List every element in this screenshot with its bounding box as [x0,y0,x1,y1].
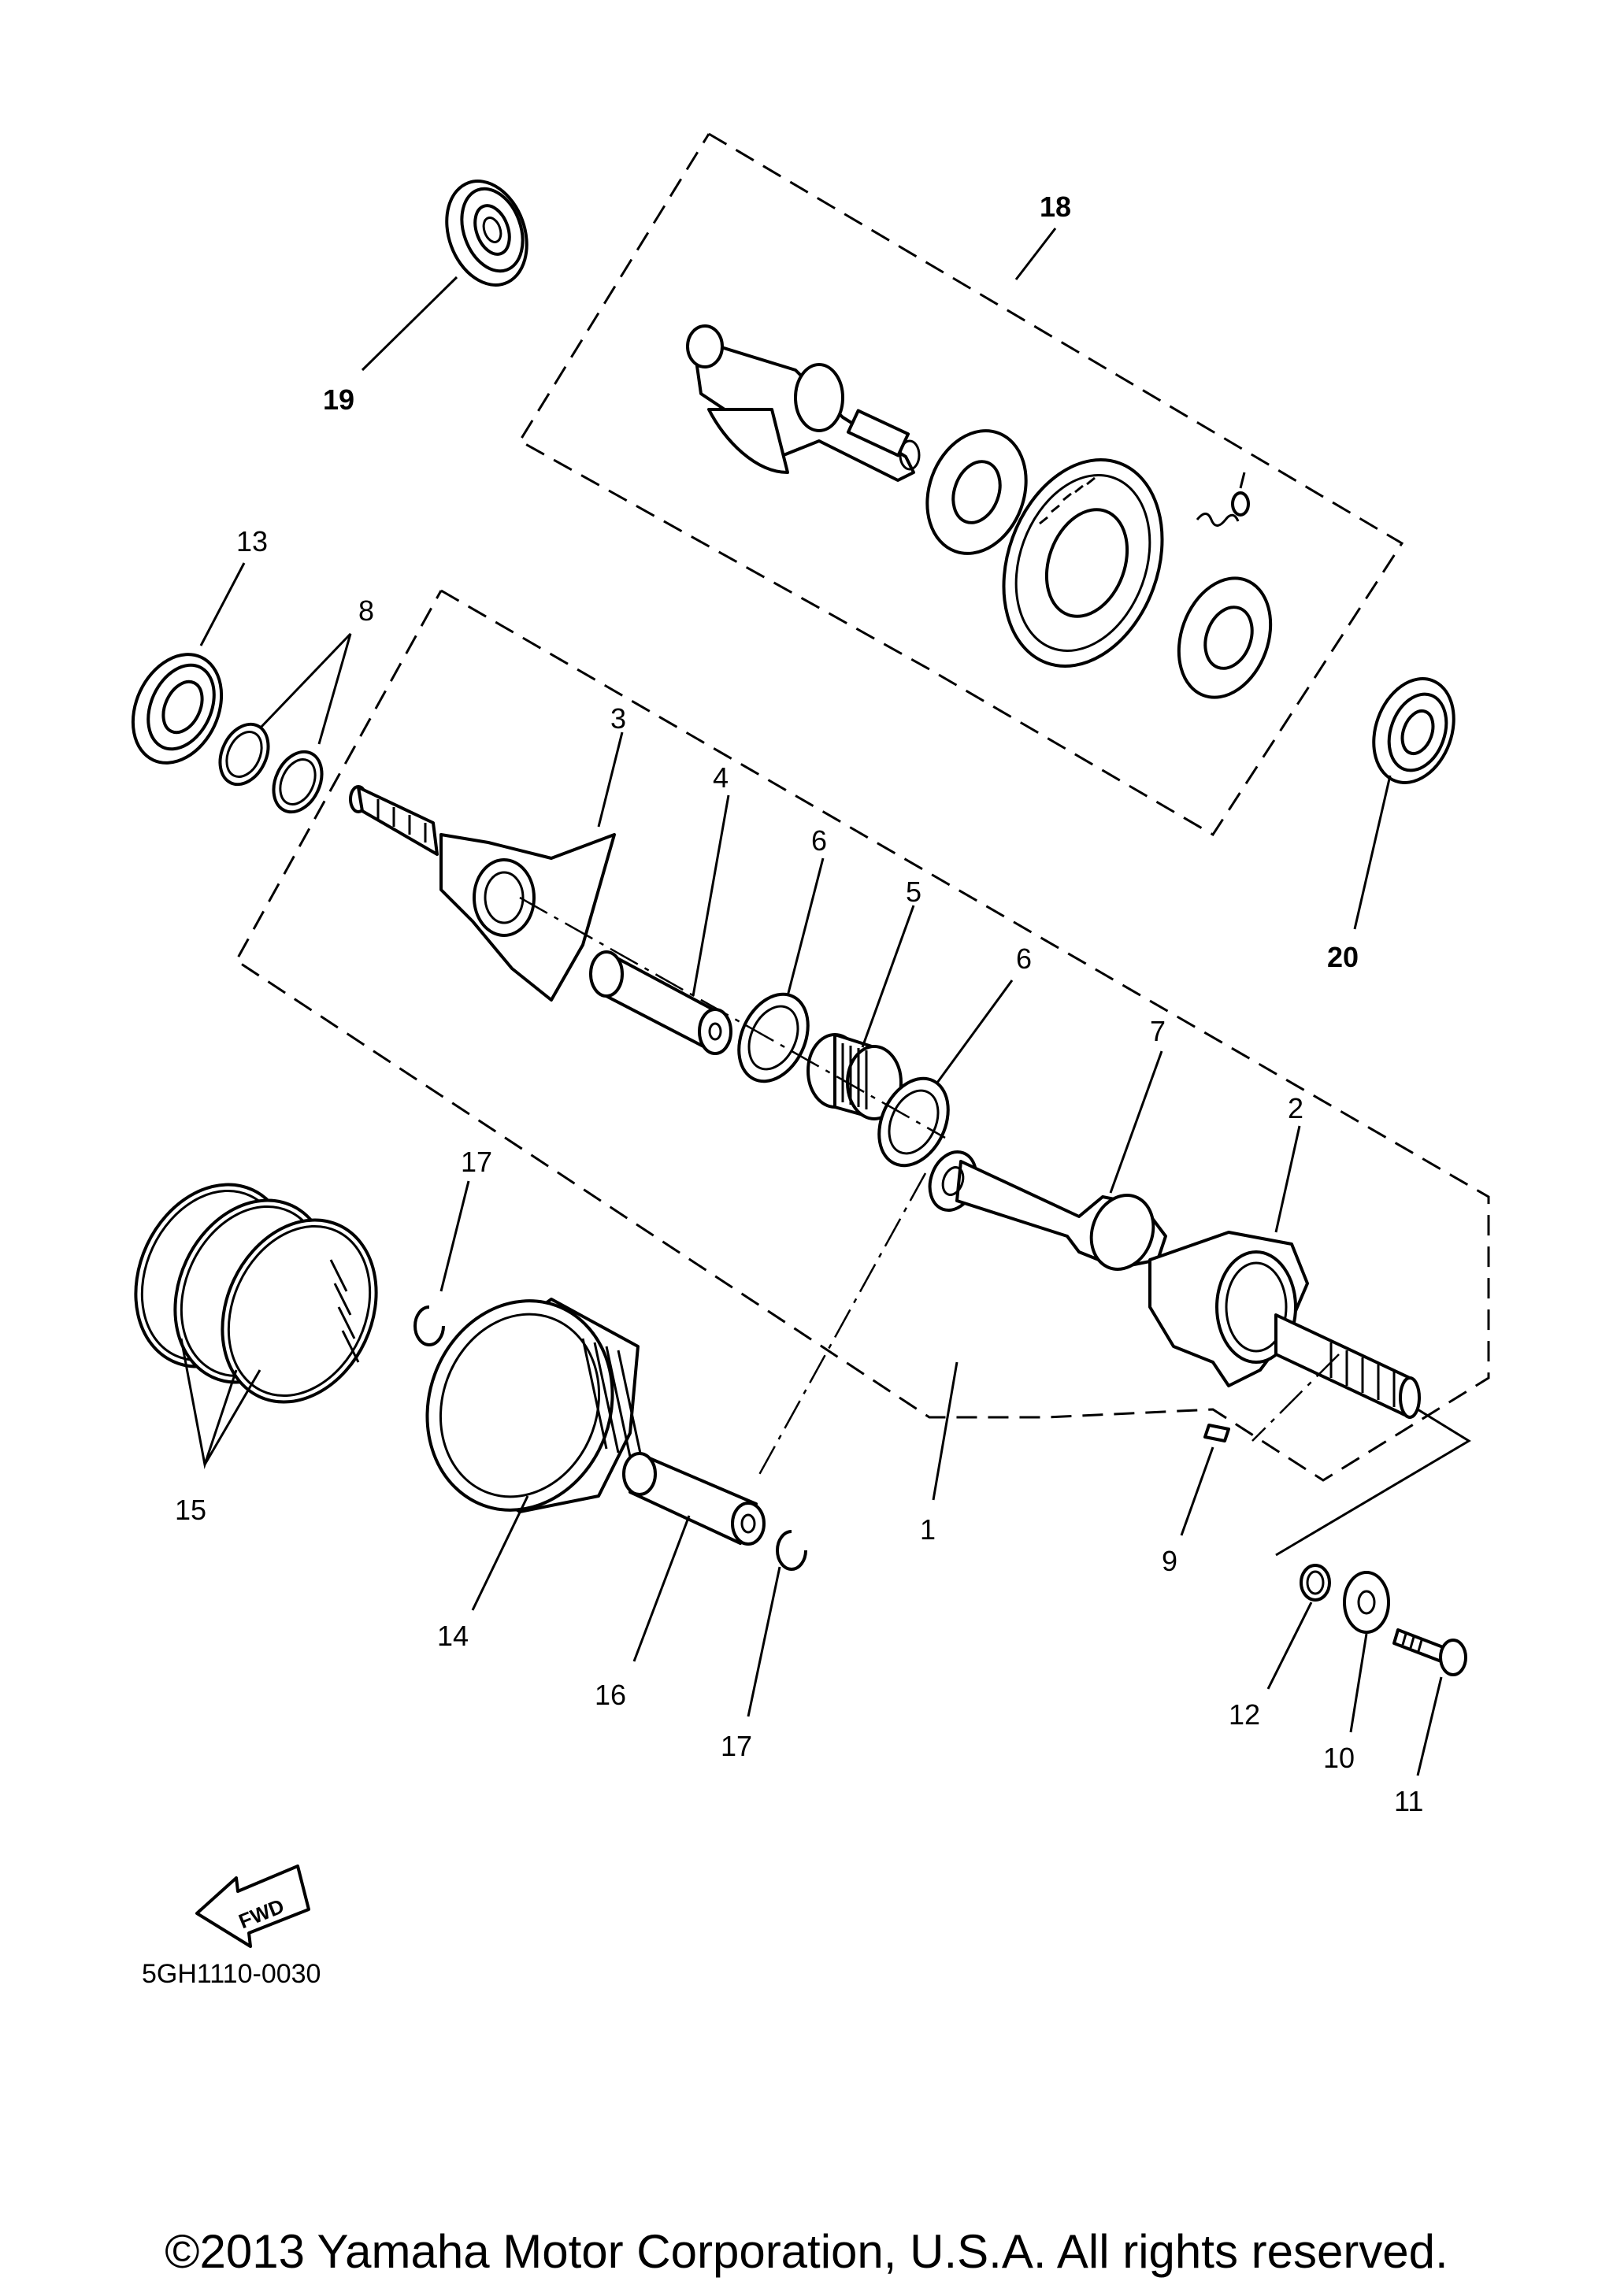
connecting-rod-7 [928,1150,1167,1271]
callout-15: 15 [175,1494,206,1526]
piston-rings-15 [134,1183,378,1404]
shims-8 [218,722,324,814]
leader-13 [199,562,246,646]
balancer-shaft-18 [686,324,921,482]
callout-18: 18 [1040,191,1071,223]
leader-17a [439,1180,470,1292]
circlip-17a [413,1305,445,1346]
leader-12 [1266,1602,1313,1690]
leader-7 [1109,1050,1163,1194]
leader-11 [1416,1676,1443,1776]
key-axis-line [1251,1354,1340,1442]
drawing-code: 5GH1110-0030 [142,1959,321,1989]
leader-4 [692,794,730,997]
bearing-19 [445,180,528,287]
balancer-driven-gear [1002,458,1164,668]
leader-9 [1180,1446,1214,1536]
leader-6b [936,980,1014,1083]
callout-12: 12 [1229,1698,1260,1731]
balancer-group-boundary [517,132,1404,837]
assembly-axis-line [519,896,946,1139]
leader-20 [1353,775,1392,930]
callout-11: 11 [1394,1785,1423,1817]
callout-20: 20 [1327,941,1359,973]
callout-4: 4 [713,761,729,794]
callout-17b: 17 [721,1730,752,1762]
leader-3 [597,731,624,828]
balancer-washer [925,429,1028,555]
callout-1: 1 [920,1513,936,1546]
leader-18 [1014,228,1057,280]
callout-6b: 6 [1016,942,1032,975]
callout-13: 13 [236,525,268,557]
gear-plate [1177,576,1273,699]
bearing-20 [1372,677,1455,784]
leader-5 [861,905,915,1048]
callout-3: 3 [610,702,626,735]
crank-right-2 [1148,1231,1421,1419]
leader-17b [747,1566,781,1717]
leader-14 [471,1495,529,1611]
piston-pin-axis-line [755,1172,927,1481]
callout-2: 2 [1288,1092,1303,1124]
forward-arrow-icon: FWD [195,1865,310,1948]
callout-8: 8 [358,594,374,627]
fastener-indicator-line [1275,1408,1471,1557]
callout-7: 7 [1150,1015,1166,1047]
leader-6a [786,857,825,997]
callout-5: 5 [906,876,921,908]
leader-10 [1349,1633,1368,1733]
crankshaft-group-boundary [235,589,1490,1482]
callout-14: 14 [437,1620,469,1652]
crank-pin-4 [589,950,732,1055]
leader-8 [258,632,352,745]
callout-9: 9 [1162,1545,1177,1577]
callout-16: 16 [595,1679,626,1711]
callout-19: 19 [323,383,354,416]
key-9 [1203,1424,1230,1442]
piston-pin-16 [622,1452,766,1546]
leader-16 [632,1515,691,1662]
gear-spring-and-pin [1196,472,1250,527]
bolt-11 [1392,1628,1467,1676]
bearing-13 [131,653,224,765]
leader-19 [361,276,458,372]
washer-10 [1343,1571,1390,1634]
piston-14 [425,1298,643,1513]
copyright-notice: ©2013 Yamaha Motor Corporation, U.S.A. A… [165,2225,1448,2278]
oring-12 [1300,1564,1331,1602]
leader-1 [932,1361,959,1501]
callout-17a: 17 [461,1146,492,1178]
callout-6a: 6 [811,824,827,857]
crank-left-3 [349,785,616,1002]
leader-15b [203,1369,261,1465]
circlip-17b [776,1530,807,1571]
leader-2 [1274,1125,1301,1233]
callout-10: 10 [1323,1742,1355,1774]
